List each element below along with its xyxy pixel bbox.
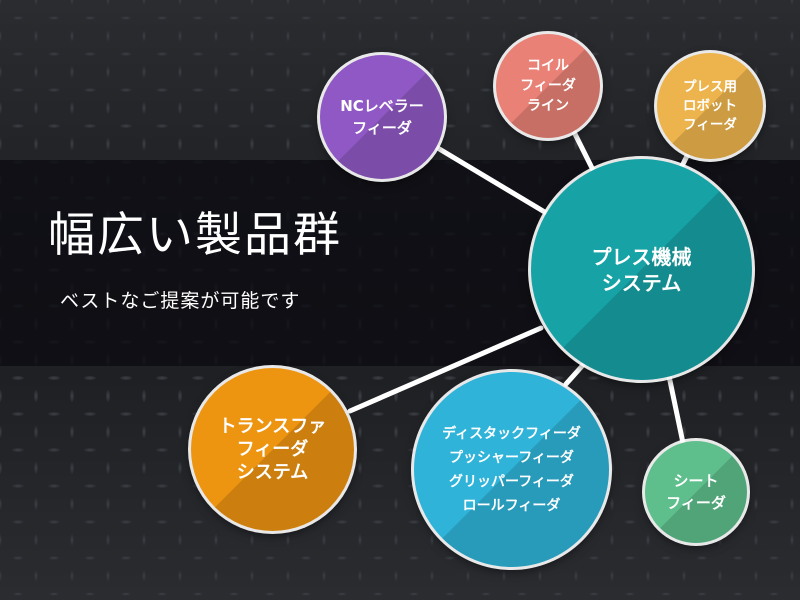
node-coil-feeder-line[interactable]: コイル フィーダ ライン [496,34,600,138]
page-heading: 幅広い製品群 [48,208,342,263]
node-coil-line-label: コイル フィーダ ライン [520,58,576,114]
node-press-system-label: プレス機械 システム [591,244,692,295]
page-subheading: ベストなご提案が可能です [60,290,301,312]
connector-nc-leveler [433,144,551,217]
node-feeder-types-label: ディスタックフィーダ プッシャーフィーダ グリッパーフィーダ ロールフィーダ [442,425,581,514]
node-press-robot-label: プレス用 ロボット フィーダ [683,78,737,133]
connector-feeders [563,362,586,387]
node-sheet-label: シート フィーダ [666,472,726,512]
node-sheet-feeder[interactable]: シート フィーダ [645,441,747,543]
connector-transfer [347,325,544,414]
node-press-robot-feeder[interactable]: プレス用 ロボット フィーダ [657,53,763,159]
node-transfer-feeder-system[interactable]: トランスファ フィーダ システム [191,368,354,531]
node-transfer-label: トランスファ フィーダ システム [218,416,327,483]
node-nc-leveler-label: NCレベラー フィーダ [340,97,424,137]
node-feeder-types[interactable]: ディスタックフィーダ プッシャーフィーダ グリッパーフィーダ ロールフィーダ [414,372,609,567]
connector-coil-line [569,125,599,179]
connector-sheet [666,373,686,446]
node-press-machine-system[interactable]: プレス機械 システム [531,159,752,380]
node-nc-leveler-feeder[interactable]: NCレベラー フィーダ [320,55,444,179]
